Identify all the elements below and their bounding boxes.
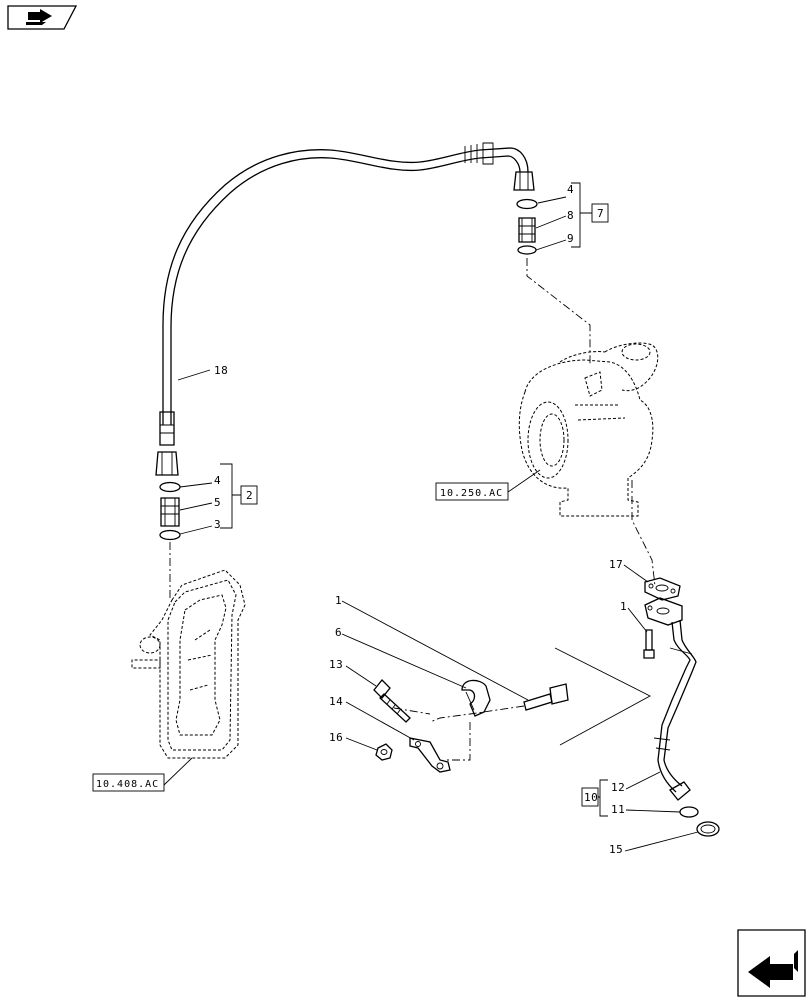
callout-17[interactable]: 17	[609, 558, 649, 583]
callout-14[interactable]: 14	[329, 695, 415, 741]
group-10-label: 10	[584, 791, 598, 804]
callout-4-bottom: 4	[214, 474, 221, 487]
callout-11: 11	[611, 803, 625, 816]
gasket-15	[696, 821, 720, 837]
svg-text:1: 1	[335, 594, 342, 607]
drain-pipe-12	[644, 597, 697, 801]
group-7-label: 7	[597, 207, 604, 220]
ref-box-block[interactable]: 10.408.AC	[92, 757, 193, 792]
o-ring-4-top	[516, 198, 538, 210]
o-ring-3	[159, 529, 181, 541]
o-ring-11	[679, 806, 699, 818]
svg-text:17: 17	[609, 558, 623, 571]
svg-text:13: 13	[329, 658, 343, 671]
callout-1-right[interactable]: 1	[620, 600, 648, 633]
arrow-left-icon	[748, 950, 798, 988]
turbocharger	[518, 342, 659, 517]
next-page-button[interactable]	[737, 929, 806, 997]
ref-label-block: 10.408.AC	[96, 779, 159, 790]
callout-3: 3	[214, 518, 221, 531]
callout-4-top: 4	[567, 183, 574, 196]
pipe-18	[155, 142, 535, 476]
svg-text:16: 16	[329, 731, 343, 744]
clip-6	[461, 679, 491, 717]
svg-text:18: 18	[214, 364, 228, 377]
ref-box-turbo[interactable]: 10.250.AC	[435, 469, 541, 501]
adapter-5	[160, 497, 180, 527]
bolt-1-right	[643, 629, 655, 659]
adapter-8	[518, 217, 536, 243]
callout-8: 8	[567, 209, 574, 222]
engine-block-cover	[131, 569, 246, 759]
previous-page-button[interactable]	[7, 5, 78, 30]
callout-16[interactable]: 16	[329, 731, 378, 751]
callout-18[interactable]: 18	[177, 364, 228, 381]
callout-group-10[interactable]: 12 11 10	[581, 771, 681, 817]
callout-13[interactable]: 13	[329, 658, 377, 687]
callout-15[interactable]: 15	[609, 831, 699, 856]
svg-text:1: 1	[620, 600, 627, 613]
callout-group-7[interactable]: 4 8 9 7	[535, 182, 609, 251]
svg-text:15: 15	[609, 843, 623, 856]
callout-5: 5	[214, 496, 221, 509]
callout-6[interactable]: 6	[335, 626, 467, 689]
o-ring-9	[517, 245, 537, 255]
o-ring-4-bottom	[159, 481, 181, 493]
callout-9: 9	[567, 232, 574, 245]
nut-16	[375, 743, 393, 761]
callout-group-2[interactable]: 4 5 3 2	[179, 463, 258, 535]
gasket-17	[644, 577, 681, 601]
stud-13	[373, 679, 411, 723]
svg-text:14: 14	[329, 695, 343, 708]
callout-1-left[interactable]: 1	[335, 594, 529, 701]
callout-12: 12	[611, 781, 625, 794]
bolt-1-left	[523, 683, 569, 711]
arrow-right-icon	[26, 9, 52, 25]
ref-label-turbo: 10.250.AC	[440, 488, 503, 499]
svg-text:6: 6	[335, 626, 342, 639]
group-2-label: 2	[246, 489, 253, 502]
bracket-14	[409, 737, 451, 773]
